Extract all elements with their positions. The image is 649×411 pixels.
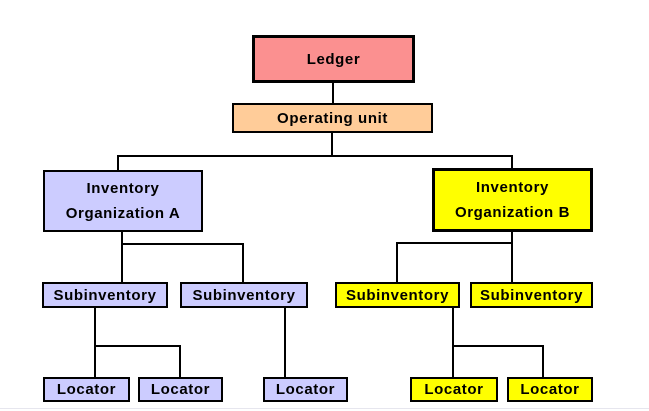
node-inventory-organization-a-line1: Inventory <box>86 180 160 198</box>
node-subinventory-b1-label: Subinventory <box>345 286 450 304</box>
connector-ledger-operating-unit <box>332 83 334 105</box>
node-ledger-label: Ledger <box>306 50 361 68</box>
node-subinventory-a1-label: Subinventory <box>53 286 157 304</box>
connector-subinventory-a2-stem <box>284 307 286 378</box>
node-locator-a1: Locator <box>43 377 130 402</box>
connector-drop-subinventory-a2 <box>242 243 244 283</box>
node-locator-a3-label: Locator <box>275 381 336 398</box>
node-inventory-organization-b: Inventory Organization B <box>432 168 593 232</box>
node-inventory-organization-a: Inventory Organization A <box>43 170 203 232</box>
node-locator-b2: Locator <box>507 377 593 402</box>
node-locator-b1-label: Locator <box>424 381 484 398</box>
node-subinventory-a1: Subinventory <box>42 282 168 308</box>
node-inventory-organization-a-line2: Organization A <box>65 204 181 222</box>
connector-drop-locator-b2 <box>542 345 544 378</box>
connector-drop-org-a <box>117 155 119 171</box>
connector-org-b-branch <box>396 242 513 244</box>
node-locator-b2-label: Locator <box>520 381 580 398</box>
node-ledger: Ledger <box>252 35 415 83</box>
node-subinventory-b2: Subinventory <box>470 282 593 308</box>
node-subinventory-a2-label: Subinventory <box>192 286 296 304</box>
node-inventory-organization-b-line2: Organization B <box>454 203 571 221</box>
node-locator-b1: Locator <box>410 377 498 402</box>
connector-org-a-branch <box>121 243 244 245</box>
connector-drop-locator-a2 <box>179 345 181 378</box>
node-subinventory-a2: Subinventory <box>180 282 308 308</box>
node-subinventory-b1: Subinventory <box>335 282 460 308</box>
connector-operating-unit-branch <box>117 155 513 157</box>
node-operating-unit: Operating unit <box>232 103 433 133</box>
connector-subinventory-a1-branch <box>94 345 181 347</box>
connector-subinventory-b1-stem <box>452 307 454 378</box>
connector-org-a-stem <box>121 231 123 283</box>
node-locator-a2-label: Locator <box>150 381 211 398</box>
connector-operating-unit-stem <box>331 133 333 157</box>
node-locator-a3: Locator <box>263 377 348 402</box>
node-subinventory-b2-label: Subinventory <box>479 286 584 304</box>
connector-org-b-stem <box>511 231 513 283</box>
node-operating-unit-label: Operating unit <box>277 109 388 127</box>
node-locator-a2: Locator <box>138 377 223 402</box>
node-locator-a1-label: Locator <box>56 381 117 398</box>
node-inventory-organization-b-line1: Inventory <box>476 179 549 197</box>
connector-drop-subinventory-b1 <box>396 242 398 283</box>
connector-subinventory-a1-stem <box>94 307 96 378</box>
connector-subinventory-b1-branch <box>452 345 544 347</box>
connector-drop-org-b <box>511 155 513 169</box>
